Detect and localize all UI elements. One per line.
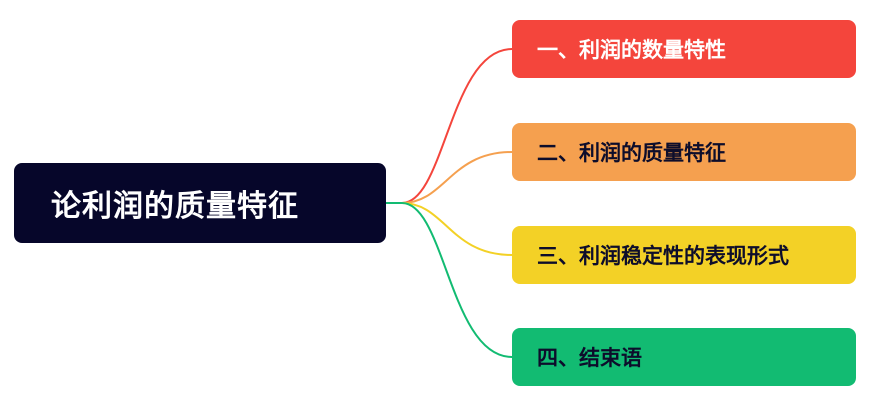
connector-line	[401, 48, 513, 204]
branch-topic-label: 二、利润的质量特征	[537, 141, 726, 165]
connector-line	[401, 151, 513, 204]
root-topic-label: 论利润的质量特征	[51, 189, 299, 224]
connector-line	[401, 202, 513, 358]
connector-line	[401, 202, 513, 256]
branch-topic-label: 四、结束语	[537, 346, 642, 370]
branch-topic-label: 一、利润的数量特性	[537, 38, 726, 62]
branch-topic-label: 三、利润稳定性的表现形式	[537, 244, 789, 268]
branch-topic-node[interactable]: 一、利润的数量特性	[512, 20, 856, 78]
branch-topic-node[interactable]: 二、利润的质量特征	[512, 123, 856, 181]
branch-topic-node[interactable]: 三、利润稳定性的表现形式	[512, 226, 856, 284]
branch-topic-node[interactable]: 四、结束语	[512, 328, 856, 386]
root-topic-node[interactable]: 论利润的质量特征	[14, 163, 386, 243]
